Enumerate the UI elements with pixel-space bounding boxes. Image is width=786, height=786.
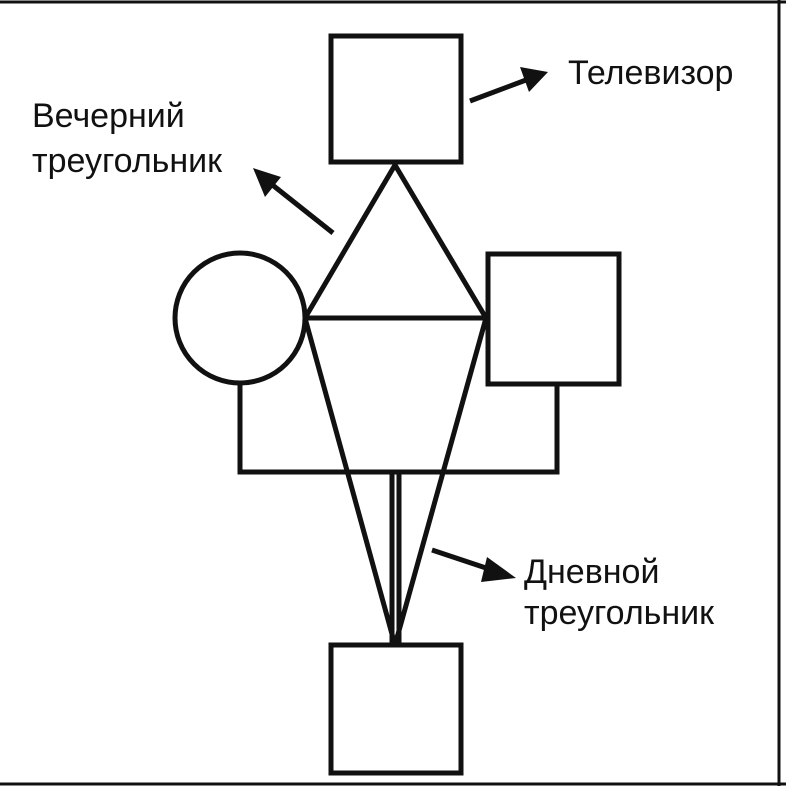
day-triangle — [301, 315, 490, 655]
tv-arrow-shaft — [469, 77, 527, 104]
day-arrow-head — [481, 557, 516, 582]
evening-triangle — [300, 160, 491, 321]
tv-arrow-head — [520, 67, 548, 92]
day-arrow — [431, 547, 516, 582]
tv-square — [328, 33, 464, 165]
evening-arrow-shaft — [268, 181, 335, 235]
father-square — [485, 251, 622, 387]
day-arrow-shaft — [431, 547, 493, 573]
evening-arrow — [253, 168, 335, 235]
evening-triangle-label-line1: Вечерний — [32, 97, 185, 135]
tv-label: Телевизор — [568, 54, 733, 92]
evening-triangle-label-line2: треугольник — [32, 142, 223, 180]
child-square — [328, 642, 464, 776]
tv-arrow — [469, 67, 548, 104]
evening-arrow-head — [253, 168, 281, 197]
day-triangle-label-line1: Дневной — [524, 553, 659, 591]
mother-circle — [172, 250, 308, 386]
day-triangle-label-line2: треугольник — [524, 594, 715, 632]
family-connector — [237, 381, 560, 648]
